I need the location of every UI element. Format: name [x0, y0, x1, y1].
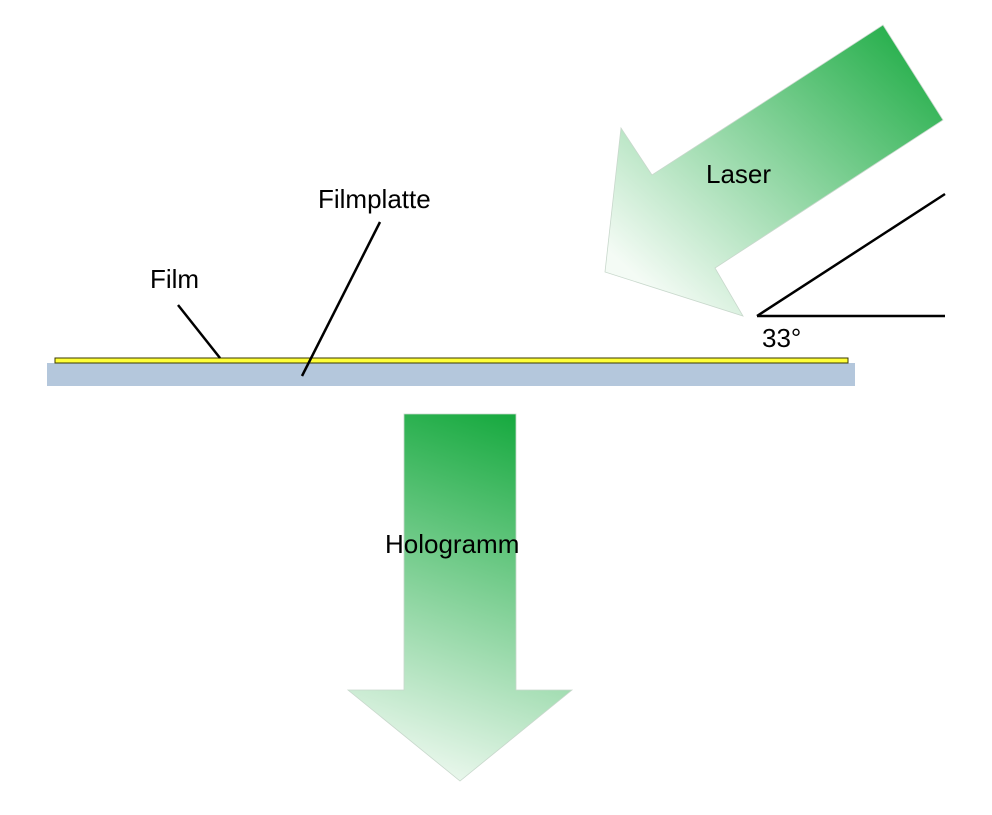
filmplatte-leader-line: [300, 221, 382, 377]
film-leader-line: [177, 304, 221, 359]
laser-label: Laser: [706, 159, 771, 189]
hologram-arrow: [346, 413, 574, 782]
filmplatte-label: Filmplatte: [318, 184, 431, 214]
angle-line-inclined: [756, 192, 946, 318]
angle-label: 33°: [762, 323, 801, 353]
film-label: Film: [150, 264, 199, 294]
film-layer: [54, 357, 849, 364]
hologramm-label: Hologramm: [385, 529, 519, 559]
film-plate: [47, 363, 855, 386]
laser-arrow: [604, 24, 944, 317]
